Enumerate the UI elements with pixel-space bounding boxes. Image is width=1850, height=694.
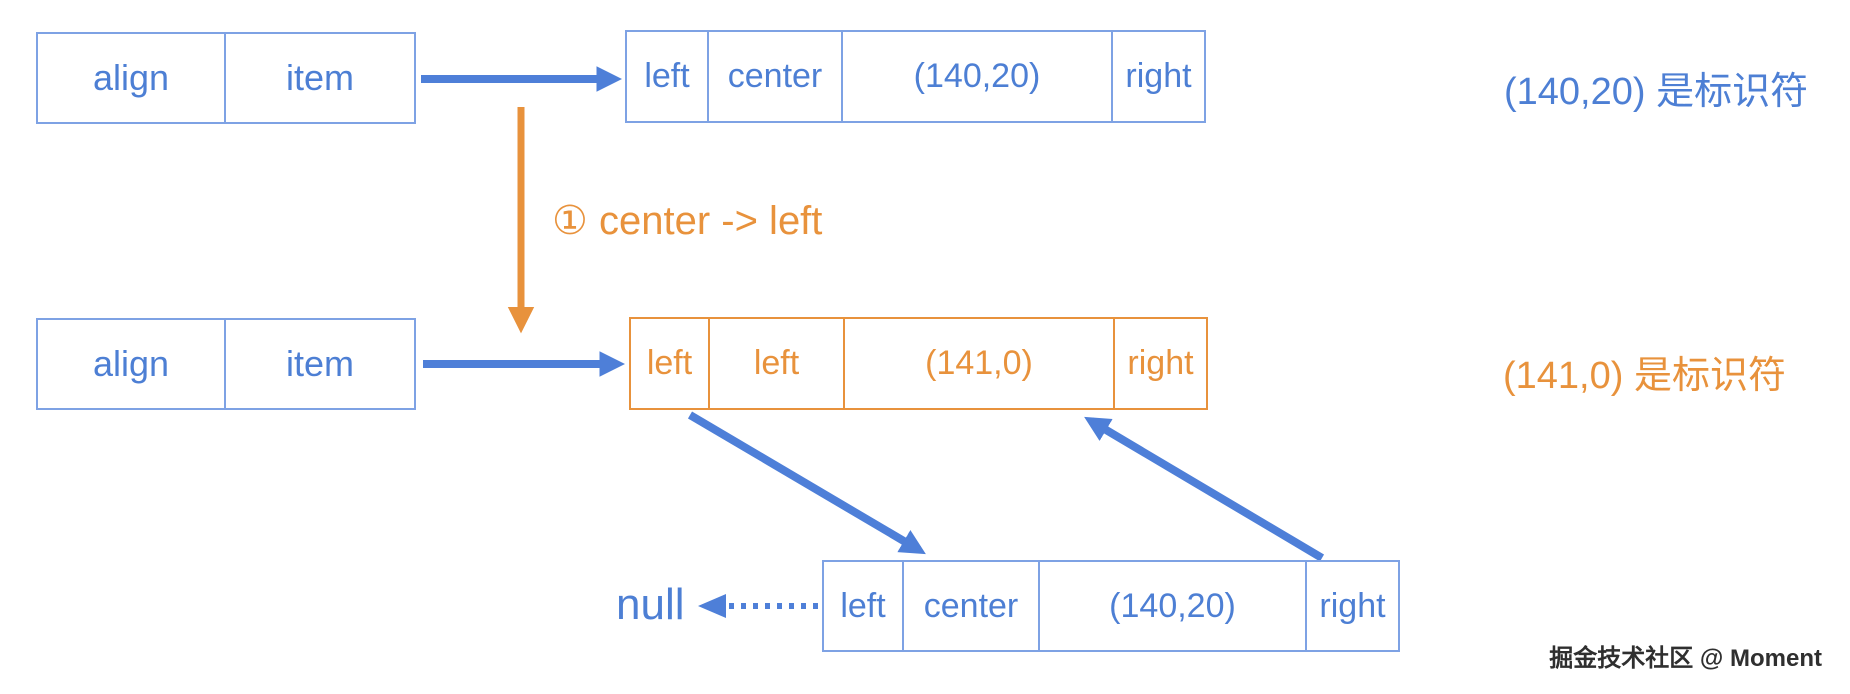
cell-left: left (627, 32, 709, 121)
step-label: ① center -> left (552, 199, 823, 243)
cell-right: right (1319, 586, 1386, 625)
cell-left: left (631, 319, 710, 408)
null-label: null (616, 580, 685, 629)
null-arrowhead (698, 594, 726, 618)
cell-identifier: (141,0) (845, 319, 1115, 408)
watermark: 掘金技术社区 @ Moment (1549, 645, 1822, 672)
left-field-arrow (687, 411, 926, 555)
cell-item: item (285, 57, 354, 98)
cell-identifier: (140,20) (1040, 562, 1307, 650)
identifier-note-top: (140,20) 是标识符 (1504, 71, 1809, 113)
right-field-arrow (1084, 416, 1325, 562)
record-box-old: left center (140,20) right (822, 560, 1400, 652)
record-box-top: left center (140,20) right (625, 30, 1206, 123)
cell-right: right (1127, 344, 1194, 382)
cell-center: center (709, 32, 843, 121)
cell-item: item (285, 343, 354, 384)
cell-center: center (904, 562, 1040, 650)
cell-left: left (824, 562, 904, 650)
record-box-new: left left (141,0) right (629, 317, 1208, 410)
align-item-box-bottom: align item (36, 318, 416, 410)
identifier-note-new: (141,0) 是标识符 (1503, 355, 1786, 397)
cell-align: align (38, 34, 226, 122)
cell-align: align (38, 320, 226, 408)
cell-left-2: left (710, 319, 845, 408)
cell-right: right (1125, 57, 1192, 95)
cell-identifier: (140,20) (843, 32, 1113, 121)
align-item-box-top: align item (36, 32, 416, 124)
